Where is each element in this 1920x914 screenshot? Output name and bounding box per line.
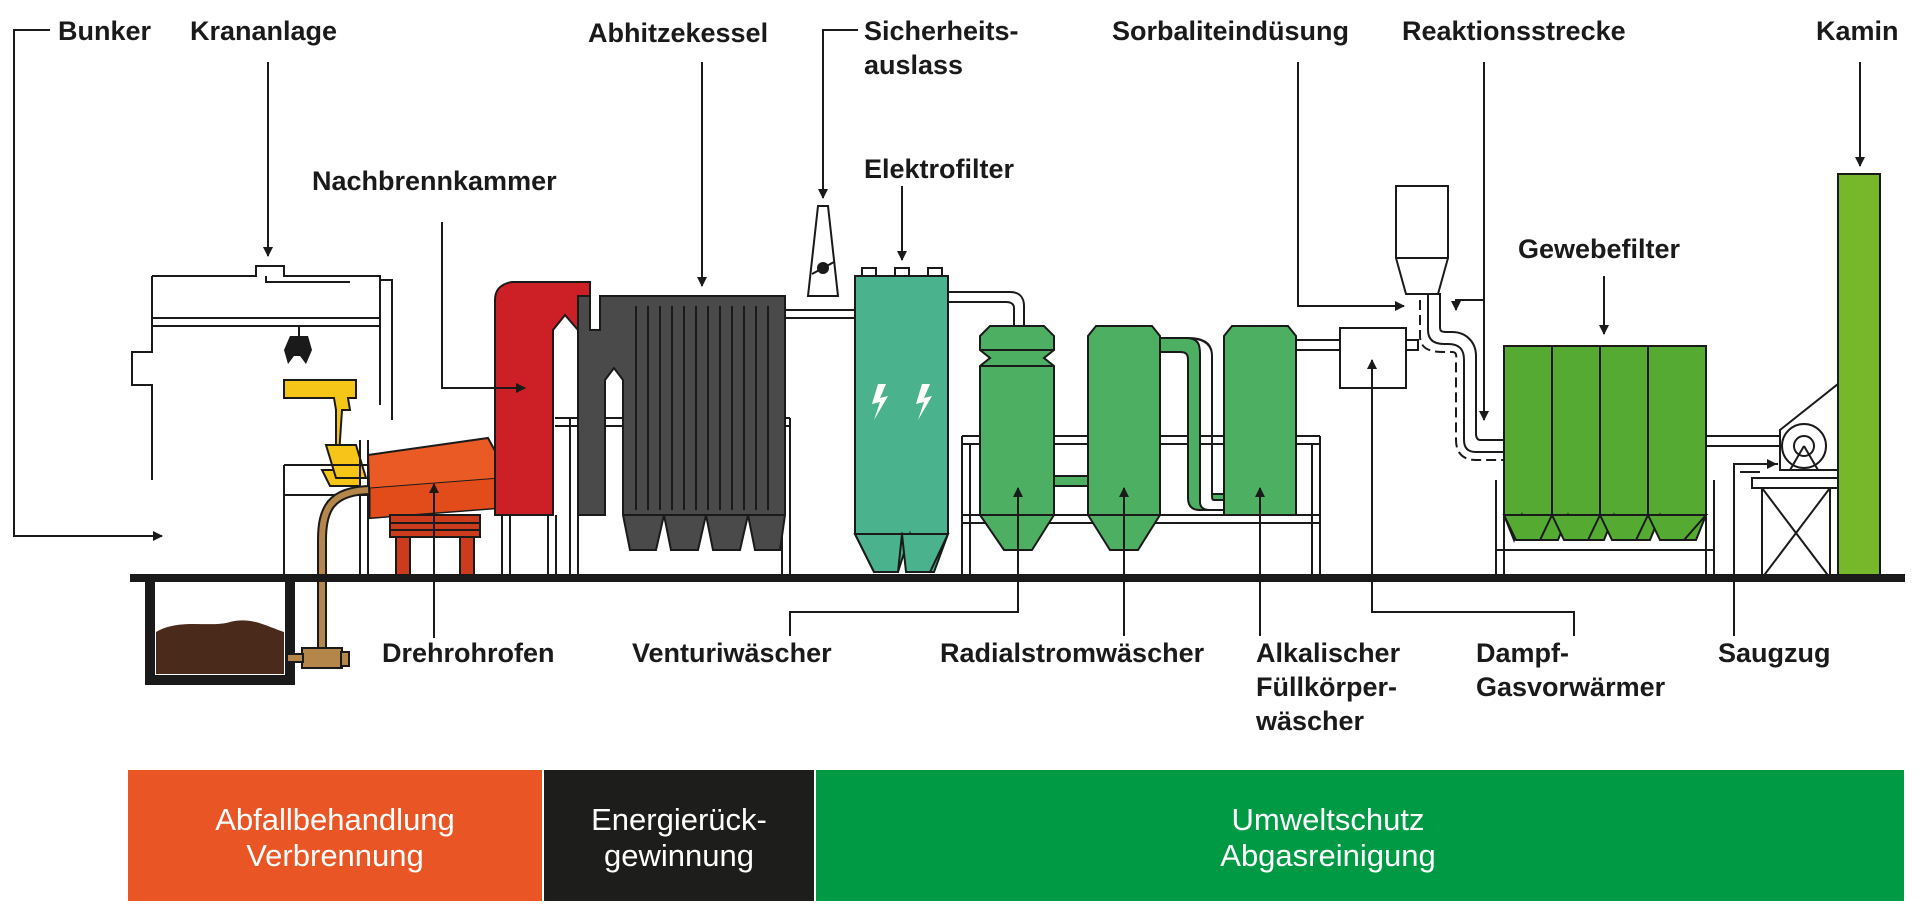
afterburner-chamber xyxy=(494,281,591,578)
fabric-filter-baghouse xyxy=(1502,345,1709,543)
label-drehrohrofen: Drehrohrofen xyxy=(382,638,555,668)
label-kamin: Kamin xyxy=(1816,16,1899,46)
sorbalite-silo xyxy=(1395,185,1449,295)
label-dampfgas-2: Gasvorwärmer xyxy=(1476,672,1666,702)
label-sorbaliteinduesung: Sorbaliteindüsung xyxy=(1112,16,1349,46)
label-reaktionsstrecke: Reaktionsstrecke xyxy=(1402,16,1626,46)
bunker-building xyxy=(131,265,393,480)
label-fuellkoerper-3: wäscher xyxy=(1255,706,1365,736)
bunker-pit xyxy=(145,578,295,685)
label-nachbrennkammer: Nachbrennkammer xyxy=(312,166,557,196)
leader-lines xyxy=(13,29,1865,638)
duct-to-reactor xyxy=(1405,339,1419,351)
duct-radial-to-packed xyxy=(1159,337,1225,511)
reaction-duct xyxy=(1416,293,1505,453)
chimney-stack xyxy=(1837,173,1881,579)
ash-pipe xyxy=(286,485,373,669)
label-venturiwaescher: Venturiwäscher xyxy=(632,638,832,668)
feed-hopper xyxy=(283,379,368,487)
label-bunker: Bunker xyxy=(58,16,152,46)
induced-draft-fan xyxy=(1740,381,1839,473)
fan-stand xyxy=(1751,477,1841,579)
waste-pile xyxy=(156,620,284,674)
label-fuellkoerper-1: Alkalischer xyxy=(1256,638,1401,668)
alkaline-packed-bed-scrubber xyxy=(1223,325,1297,516)
crane-grab-icon xyxy=(284,326,312,364)
duct-to-fan xyxy=(1705,435,1781,447)
label-krananlage: Krananlage xyxy=(190,16,337,46)
label-elektrofilter: Elektrofilter xyxy=(864,154,1015,184)
label-gewebefilter: Gewebefilter xyxy=(1518,234,1681,264)
label-sicherheitsauslass-2: auslass xyxy=(864,50,963,80)
waste-heat-boiler xyxy=(555,295,791,578)
band-umweltschutz-line1: Umweltschutz xyxy=(1232,802,1425,837)
label-abhitzekessel: Abhitzekessel xyxy=(588,18,768,48)
duct-venturi-to-radial xyxy=(1053,475,1089,487)
band-energierueckgewinnung-line1: Energierück- xyxy=(591,802,767,837)
label-saugzug: Saugzug xyxy=(1718,638,1831,668)
band-umweltschutz-line2: Abgasreinigung xyxy=(1220,838,1435,873)
duct-esp-to-scrubber xyxy=(947,291,1025,329)
band-umweltschutz: Umweltschutz Abgasreinigung xyxy=(816,770,1904,901)
band-abfallbehandlung-line1: Abfallbehandlung xyxy=(215,802,455,837)
label-fuellkoerper-2: Füllkörper- xyxy=(1256,672,1397,702)
electrostatic-precipitator xyxy=(853,267,950,573)
band-energierueckgewinnung-line2: gewinnung xyxy=(604,838,754,873)
lightning-icon xyxy=(872,384,888,420)
lightning-icon xyxy=(916,384,932,420)
band-energierueckgewinnung: Energierück- gewinnung xyxy=(544,770,814,901)
label-radialstromwaescher: Radialstromwäscher xyxy=(940,638,1205,668)
label-dampfgas-1: Dampf- xyxy=(1476,638,1569,668)
safety-vent-stack xyxy=(785,205,860,319)
band-abfallbehandlung: Abfallbehandlung Verbrennung xyxy=(128,770,542,901)
duct-to-preheater xyxy=(1295,339,1341,351)
label-sicherheitsauslass-1: Sicherheits- xyxy=(864,16,1019,46)
band-abfallbehandlung-line2: Verbrennung xyxy=(246,838,424,873)
